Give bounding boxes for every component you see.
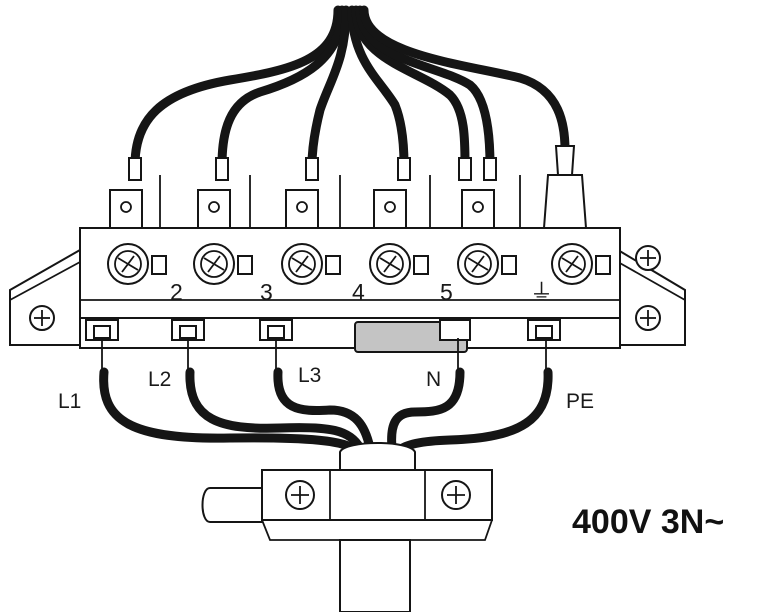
terminal-label-2: 2 xyxy=(170,279,183,305)
right-mounting-bracket xyxy=(617,245,686,346)
terminal-label-5: 5 xyxy=(440,279,453,305)
screw-terminal-earth xyxy=(551,243,611,285)
top-crimp-connectors xyxy=(128,145,576,181)
conductor-label-l1: L1 xyxy=(58,390,81,413)
terminal-top-tabs xyxy=(109,174,588,229)
terminal-block-body xyxy=(79,227,621,349)
wire-l2 xyxy=(185,367,365,453)
conductor-label-l2: L2 xyxy=(148,368,171,391)
screw-terminal-2 xyxy=(193,243,253,285)
terminal-screws xyxy=(107,243,611,285)
conductor-label-pe: PE xyxy=(566,390,594,413)
wire-pe xyxy=(395,367,553,455)
wire-l1 xyxy=(99,367,357,453)
conductor-label-l3: L3 xyxy=(298,364,321,387)
screw-terminal-3 xyxy=(281,243,341,285)
terminal-label-4: 4 xyxy=(352,279,365,305)
screw-terminal-4 xyxy=(369,243,429,285)
earth-symbol: ⏚ xyxy=(530,279,553,305)
cable-strain-relief xyxy=(201,442,493,541)
screw-terminal-1 xyxy=(107,243,167,285)
screw-terminal-5 xyxy=(457,243,517,285)
supply-cable xyxy=(339,539,411,612)
wire-l3 xyxy=(273,367,375,453)
left-mounting-bracket xyxy=(9,248,81,346)
lower-conductor-wires xyxy=(99,338,553,455)
upper-wire-bundle xyxy=(130,5,570,170)
terminal-label-3: 3 xyxy=(260,279,273,305)
conductor-label-n: N xyxy=(426,368,441,391)
wire-n xyxy=(387,367,465,453)
supply-voltage-label: 400V 3N~ xyxy=(572,503,724,541)
neutral-bridge xyxy=(354,319,471,353)
